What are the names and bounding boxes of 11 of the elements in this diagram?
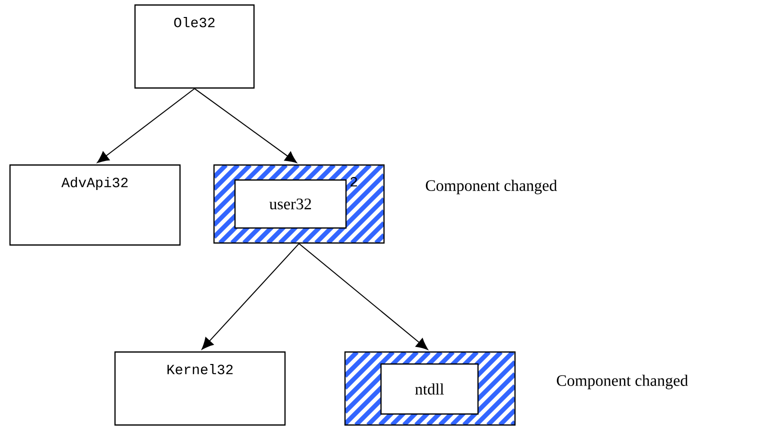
- arrow: [298, 243, 428, 350]
- arrow: [202, 243, 300, 350]
- component-box: AdvApi32: [9, 164, 181, 246]
- component-box: Ole32: [134, 4, 255, 89]
- component-label: Component changed: [556, 374, 688, 390]
- component-label: Component changed: [426, 180, 557, 194]
- arrow: [194, 88, 297, 163]
- inner-box: user32: [234, 179, 347, 229]
- inner-box: ntdll: [380, 363, 479, 415]
- arrow: [97, 88, 195, 163]
- component-box: Kernel32: [114, 351, 286, 426]
